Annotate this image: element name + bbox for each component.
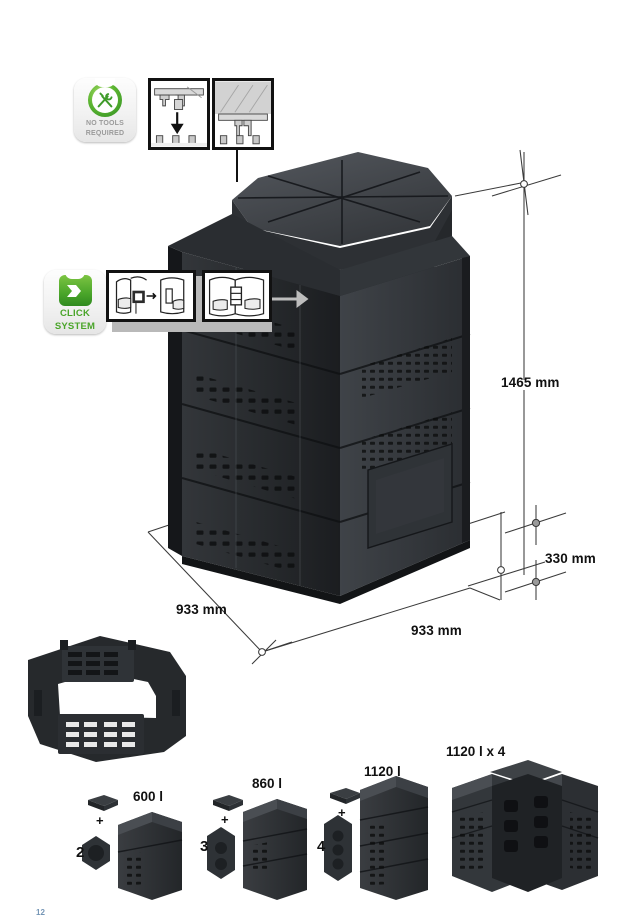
click-to-product-arrow-icon [272,290,309,308]
variant-quantity-860: 3 [200,838,209,855]
badge-click-line1: CLICK [59,308,91,319]
panel-click-after [202,270,272,322]
panel-lid-snapfit-after [212,78,274,150]
badge-click-system: CLICK SYSTEM [44,270,106,334]
dimension-label-height: 1465 mm [501,375,560,390]
variant-capacity-1120: 1120 l [364,764,401,779]
variant-860-illustration [207,795,308,900]
variant-plus-860: + [221,812,229,827]
variant-1120x4-illustration [451,760,599,892]
badge-no-tools-required: NO TOOLS REQUIRED [74,78,136,142]
variant-plus-1120: + [338,805,346,820]
dimension-label-depth: 933 mm [176,602,227,617]
variant-capacity-1120x4: 1120 l x 4 [446,744,506,759]
crossed-tools-icon [88,83,122,117]
panel-leader-line [236,150,238,182]
badge-click-line2: SYSTEM [54,320,96,332]
variant-quantity-600: 2 [76,844,85,861]
click-arrow-icon [58,275,92,306]
dimension-label-width: 933 mm [411,623,462,638]
variant-600-illustration [82,795,183,900]
badge-no-tools-line2: REQUIRED [85,130,125,138]
single-module-ring [28,636,186,762]
variant-quantity-1120: 4 [317,838,326,855]
dimension-label-module: 330 mm [545,551,596,566]
panel-click-before [106,270,196,322]
panel-lid-snapfit-before [148,78,210,150]
page-number: 12 [36,908,45,917]
variant-capacity-600: 600 l [133,789,164,804]
dimension-nodes [258,180,528,656]
composter-hero-1120 [168,152,471,604]
badge-no-tools-line1: NO TOOLS [85,120,125,127]
variant-capacity-860: 860 l [252,776,283,791]
variant-plus-600: + [96,813,104,828]
variant-1120-illustration [324,776,429,900]
